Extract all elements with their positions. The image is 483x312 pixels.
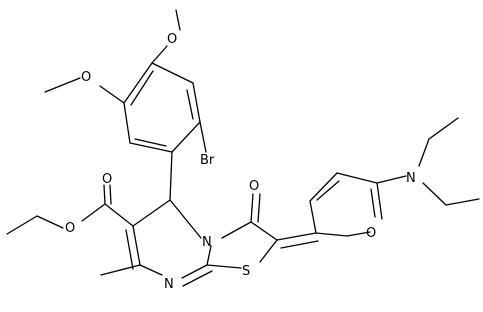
atom-o-ester-link: O (65, 221, 75, 236)
atom-n-diethylamino: N (406, 171, 416, 186)
atom-br: Br (200, 153, 215, 168)
atom-n-ring-lower: N (164, 277, 174, 292)
atom-o-methoxy-left: O (81, 70, 91, 85)
atom-o-ester-carbonyl: O (102, 172, 112, 187)
atom-s-ring: S (242, 264, 250, 279)
atom-o-ketone: O (249, 179, 259, 194)
diethylamino-group (376, 117, 480, 206)
exocyclic-alkene (276, 232, 319, 249)
thiazole-ring (206, 221, 278, 269)
atom-o-methoxy-top: O (167, 32, 177, 47)
methoxy-top (151, 9, 181, 64)
ethyl-ester (6, 184, 134, 235)
bond-c-br (199, 121, 207, 153)
bond-methyl (100, 264, 141, 276)
furan-ring (309, 172, 383, 237)
pyrimidine-ring (125, 151, 213, 287)
aryl-ring (123, 62, 201, 153)
bond-ketone (250, 193, 261, 223)
atom-o-furan: O (366, 226, 376, 241)
atom-n-ring-junction: N (202, 235, 212, 250)
methoxy-left (44, 77, 125, 104)
